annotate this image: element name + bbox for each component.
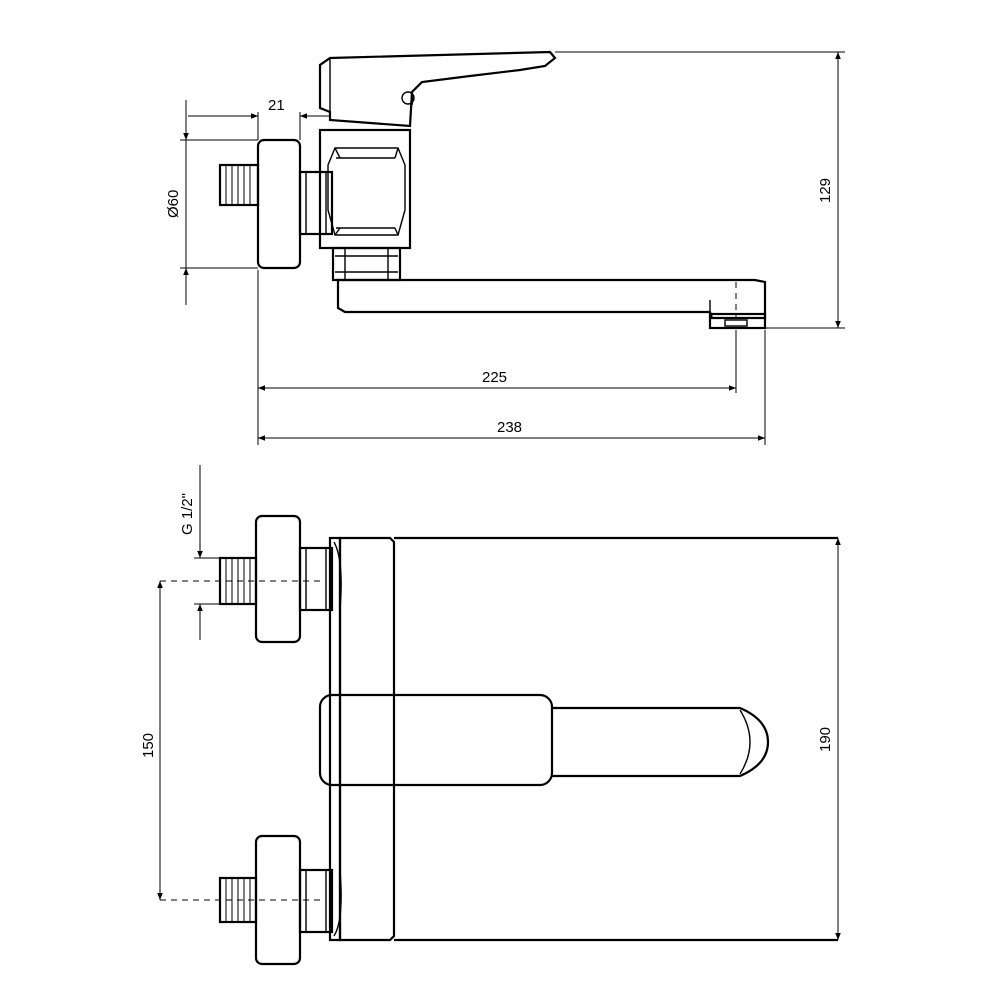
dim-thread-size: G 1/2" xyxy=(179,465,220,640)
dim-label-diameter: Ø60 xyxy=(165,190,182,218)
dim-label-thread: G 1/2" xyxy=(179,493,196,535)
dim-flange-diameter: Ø60 xyxy=(165,100,258,305)
dim-label-225: 225 xyxy=(482,369,507,386)
lower-nut xyxy=(331,246,402,282)
lever-handle xyxy=(318,50,557,128)
valve-body xyxy=(318,128,412,250)
dim-spout-reach: 225 xyxy=(257,270,737,445)
dim-overall-length: 238 xyxy=(258,330,766,445)
dim-thread-offset: 21 xyxy=(188,97,330,140)
dim-label-238: 238 xyxy=(497,419,522,436)
lower-inlet xyxy=(160,834,334,966)
side-view: 21 Ø60 129 225 238 xyxy=(165,50,845,445)
inlet-connector xyxy=(218,138,334,270)
dim-inlet-spacing: 150 xyxy=(140,581,163,900)
lever-top xyxy=(318,693,770,787)
dim-label-190: 190 xyxy=(817,727,834,752)
dim-label-21: 21 xyxy=(268,97,285,114)
dim-body-height: 190 xyxy=(817,538,841,940)
spout xyxy=(336,278,767,330)
upper-inlet xyxy=(160,514,334,644)
dim-height: 129 xyxy=(555,51,845,329)
dim-label-129: 129 xyxy=(817,178,834,203)
mixer-body xyxy=(328,536,838,942)
top-view: G 1/2" 150 190 xyxy=(140,465,841,966)
dim-label-150: 150 xyxy=(140,733,157,758)
